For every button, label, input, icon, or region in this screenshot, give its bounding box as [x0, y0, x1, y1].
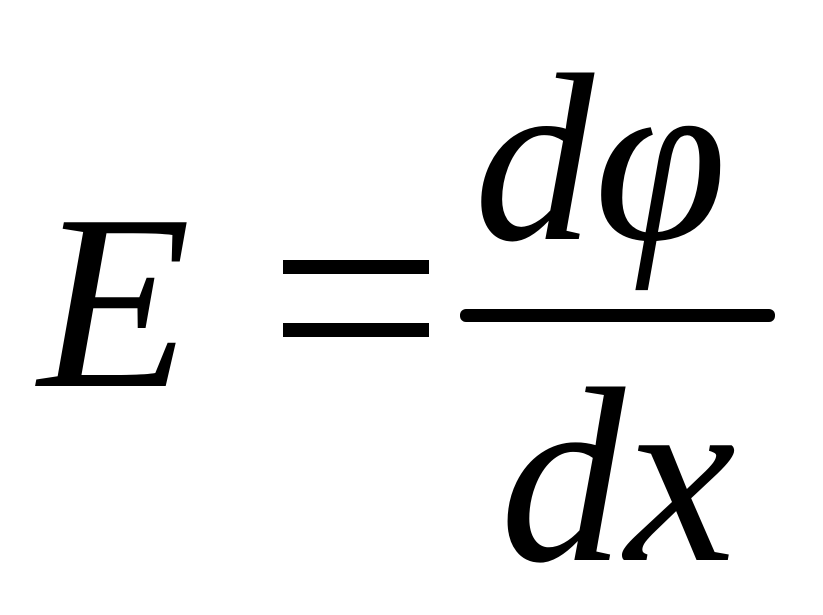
- fraction-numerator: dφ: [474, 25, 727, 291]
- equals-sign: [283, 250, 429, 348]
- electric-field-symbol: E: [38, 164, 191, 441]
- fraction-denominator: dx: [500, 338, 736, 615]
- fraction-bar: [460, 309, 775, 322]
- equals-bottom-bar: [283, 323, 429, 337]
- equals-top-bar: [283, 260, 429, 274]
